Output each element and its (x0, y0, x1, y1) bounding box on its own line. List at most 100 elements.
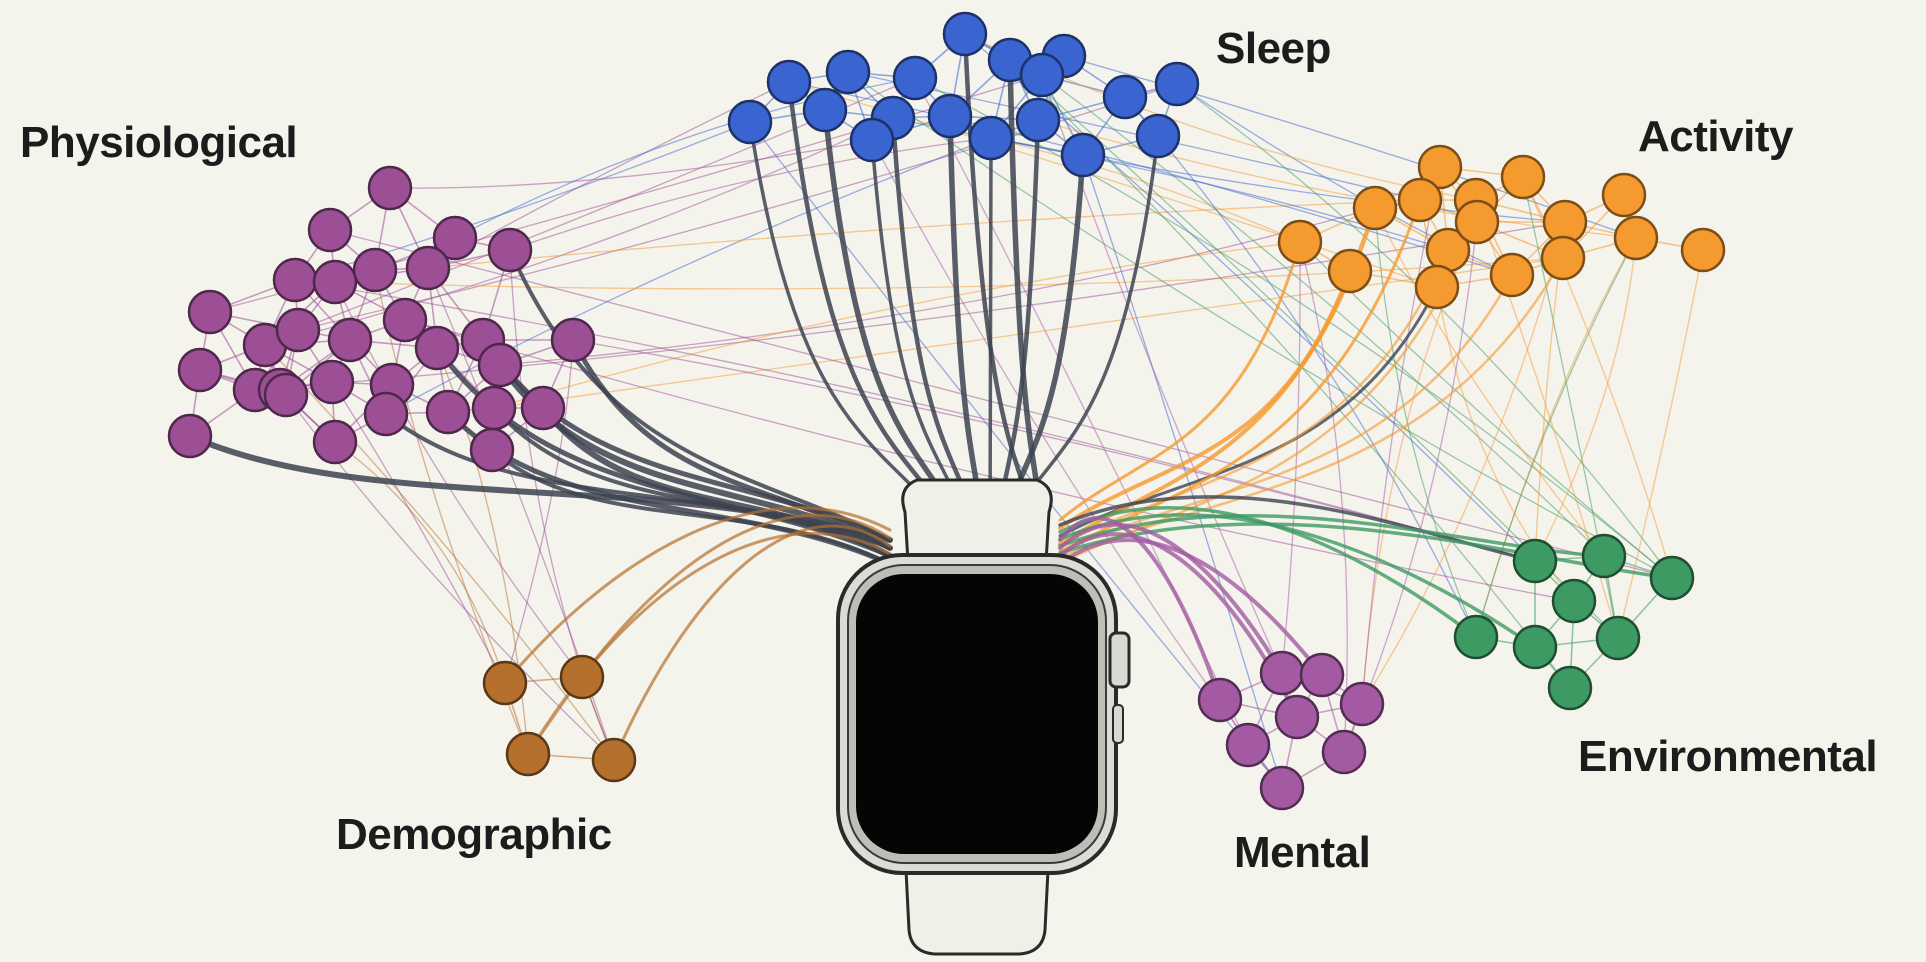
inter-edge (1343, 221, 1478, 753)
hub-edge (612, 524, 892, 762)
activity-node (1417, 144, 1463, 190)
inter-edge (331, 381, 506, 684)
activity-node (1327, 248, 1373, 294)
watch-screen (856, 574, 1098, 854)
inter-edge (749, 121, 1283, 789)
physiological-node (550, 317, 596, 363)
inter-edge (1281, 241, 1301, 674)
sleep-node (849, 117, 895, 163)
physiological-node (167, 413, 213, 459)
inter-edge (1617, 249, 1704, 639)
sleep-node (1102, 74, 1148, 120)
activity-node (1352, 185, 1398, 231)
label-physiological: Physiological (20, 118, 298, 167)
hub-edge (1058, 516, 1222, 702)
physiological-node (327, 317, 373, 363)
watch-crown (1108, 631, 1131, 689)
hub-edge (1018, 134, 1160, 507)
physiological-node (352, 247, 398, 293)
inter-edge (427, 199, 1421, 269)
activity-node (1277, 219, 1323, 265)
activity-node (1489, 252, 1535, 298)
label-environmental: Environmental (1578, 732, 1878, 781)
smartwatch-icon (836, 478, 1131, 956)
mental-node (1259, 650, 1305, 696)
label-sleep: Sleep (1216, 24, 1331, 73)
physiological-node (471, 385, 517, 431)
inter-edge (1374, 207, 1605, 557)
hub-edge (570, 337, 893, 551)
environmental-node (1547, 665, 1593, 711)
mental-node (1259, 765, 1305, 811)
physiological-node (309, 359, 355, 405)
mental-node (1225, 722, 1271, 768)
nodes-layer (167, 11, 1726, 811)
physiological-node (477, 342, 523, 388)
inter-edge (294, 279, 1536, 562)
hub-edge (890, 115, 973, 508)
sleep-node (1135, 113, 1181, 159)
sleep-node (892, 55, 938, 101)
demographic-node (482, 660, 528, 706)
environmental-node (1595, 615, 1641, 661)
sleep-node (968, 115, 1014, 161)
sleep-node (942, 11, 988, 57)
hub-edge (526, 532, 892, 756)
environmental-node (1649, 555, 1695, 601)
activity-node (1680, 227, 1726, 273)
physiological-node (275, 307, 321, 353)
label-demographic: Demographic (336, 810, 612, 859)
environmental-node (1512, 624, 1558, 670)
physiological-node (177, 347, 223, 393)
inter-edge (1475, 237, 1637, 638)
mental-node (1339, 681, 1385, 727)
physiological-node (263, 372, 309, 418)
sleep-node (1060, 132, 1106, 178)
inter-edge (509, 137, 992, 251)
inter-edge (847, 71, 1673, 579)
physiological-node (425, 389, 471, 435)
physiological-node (312, 259, 358, 305)
mental-node (1274, 694, 1320, 740)
inter-edge (264, 344, 615, 761)
physiological-node (520, 385, 566, 431)
sleep-node (1019, 52, 1065, 98)
physiological-node (432, 215, 478, 261)
inter-edge (1361, 221, 1566, 705)
hub-edge (822, 107, 953, 508)
physiological-node (307, 207, 353, 253)
inter-edge (1082, 154, 1283, 789)
hub-edge (988, 136, 993, 507)
physiological-node (363, 391, 409, 437)
physiological-node (469, 427, 515, 473)
hub-edge (1058, 513, 1537, 649)
hub-edge (384, 412, 892, 550)
demographic-node (505, 731, 551, 777)
inter-edge (334, 441, 506, 684)
sleep-node (1154, 61, 1200, 107)
physiological-node (312, 419, 358, 465)
demographic-node (559, 654, 605, 700)
inter-edge (493, 241, 1301, 409)
hub-edge (1058, 538, 1324, 677)
environmental-node (1581, 533, 1627, 579)
activity-node (1613, 215, 1659, 261)
activity-node (1454, 199, 1500, 245)
sleep-node (825, 49, 871, 95)
inter-edge (990, 137, 1449, 251)
hub-edge (1007, 57, 1043, 508)
physiological-node (414, 325, 460, 371)
physiological-node (487, 227, 533, 273)
mental-node (1299, 652, 1345, 698)
hub-edge (187, 433, 893, 543)
hub-edge (748, 120, 932, 507)
inter-edge (1176, 83, 1673, 579)
activity-node (1414, 264, 1460, 310)
hub-edge (1058, 240, 1302, 522)
hub-edge (1058, 248, 1450, 547)
physiological-node (405, 245, 451, 291)
mental-node (1321, 729, 1367, 775)
environmental-node (1453, 614, 1499, 660)
inter-edge (1361, 166, 1441, 705)
